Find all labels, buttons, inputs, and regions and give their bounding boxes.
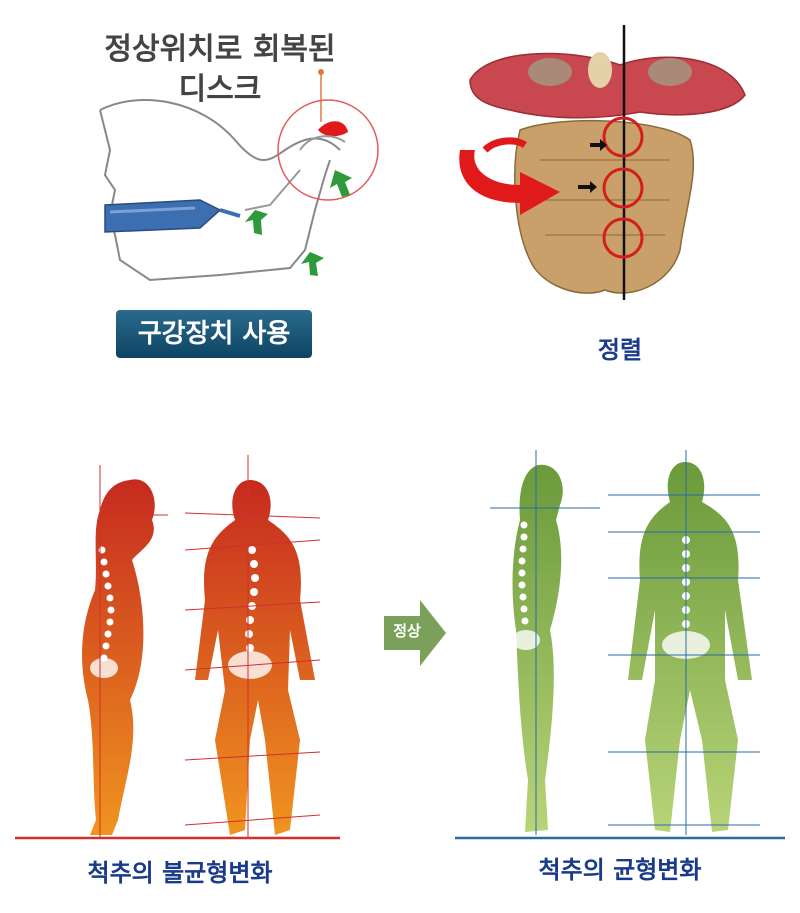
- disc-shape: [318, 121, 348, 137]
- balance-panel: 척추의 균형변화: [440, 440, 800, 913]
- disc-title-line1: 정상위치로 회복된: [104, 32, 336, 67]
- imbalance-caption: 척추의 불균형변화: [87, 859, 273, 887]
- vertebrae-panel: 정렬: [400, 0, 800, 380]
- normal-arrow-label: 정상: [393, 622, 421, 640]
- normal-arrow-icon: [384, 600, 446, 666]
- alignment-circles: [602, 116, 644, 259]
- rotation-arrow-icon: [459, 150, 560, 215]
- imbalance-figures: [15, 455, 340, 840]
- jaw-illustration: [99, 69, 379, 282]
- jaw-panel: 정상위치로 회복된 디스크 구강장치 사용: [0, 0, 400, 380]
- disc-title-line2: 디스크: [178, 72, 262, 107]
- imbalance-panel: 척추의 불균형변화: [0, 440, 380, 913]
- oral-appliance: [104, 199, 222, 233]
- vertebrae-illustration: [459, 25, 746, 300]
- balance-figures: [455, 450, 785, 840]
- oral-appliance-button[interactable]: 구강장치 사용: [116, 310, 312, 358]
- alignment-caption: 정렬: [597, 336, 643, 364]
- green-arrows: [245, 170, 352, 276]
- zoom-circle: [277, 99, 379, 201]
- balance-caption: 척추의 균형변화: [538, 856, 702, 884]
